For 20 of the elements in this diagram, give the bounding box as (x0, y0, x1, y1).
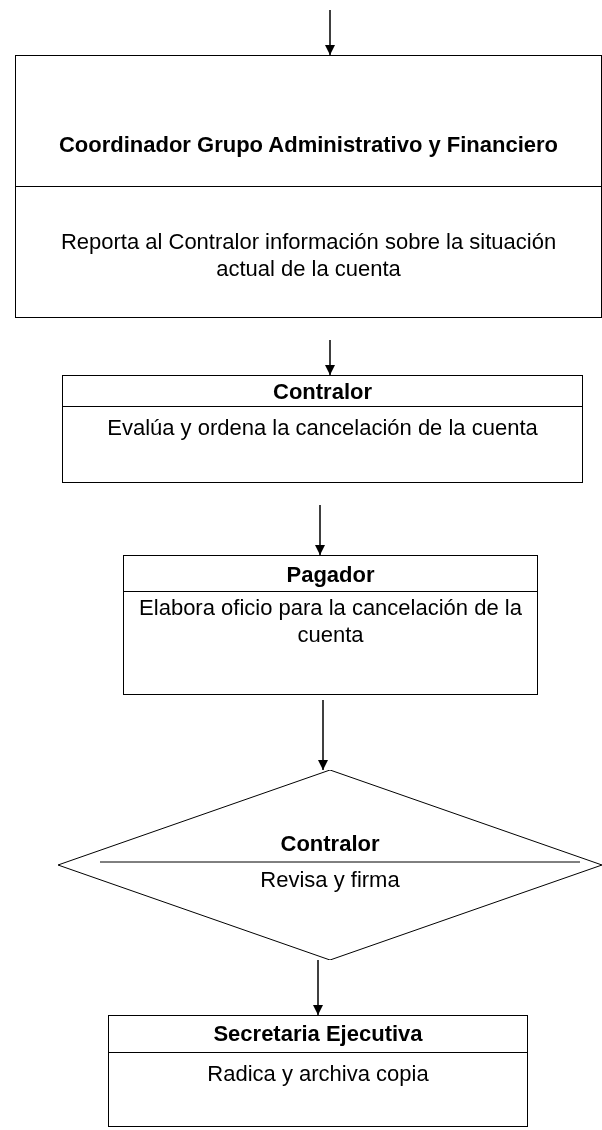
step-description: Elabora oficio para la cancelación de la cuenta (138, 594, 523, 648)
decision-diamond (58, 770, 602, 960)
process-box (108, 1015, 528, 1127)
process-box (15, 55, 602, 318)
role-heading: Coordinador Grupo Administrativo y Financiero (57, 131, 560, 158)
step-description: Radica y archiva copia (206, 1060, 430, 1087)
role-heading: Contralor (279, 830, 381, 857)
arrow (313, 959, 323, 1016)
arrow (325, 339, 335, 376)
process-box (62, 375, 583, 483)
process-box (123, 555, 538, 695)
role-heading: Secretaria Ejecutiva (212, 1020, 424, 1047)
step-description: Reporta al Contralor información sobre la situación actual de la cuenta (59, 228, 558, 282)
arrow (318, 699, 328, 771)
step-description: Evalúa y ordena la cancelación de la cuenta (106, 414, 539, 441)
arrow (325, 9, 335, 56)
role-heading: Pagador (285, 561, 376, 588)
role-heading: Contralor (272, 378, 373, 405)
step-description: Revisa y firma (259, 866, 401, 893)
arrow (315, 504, 325, 556)
